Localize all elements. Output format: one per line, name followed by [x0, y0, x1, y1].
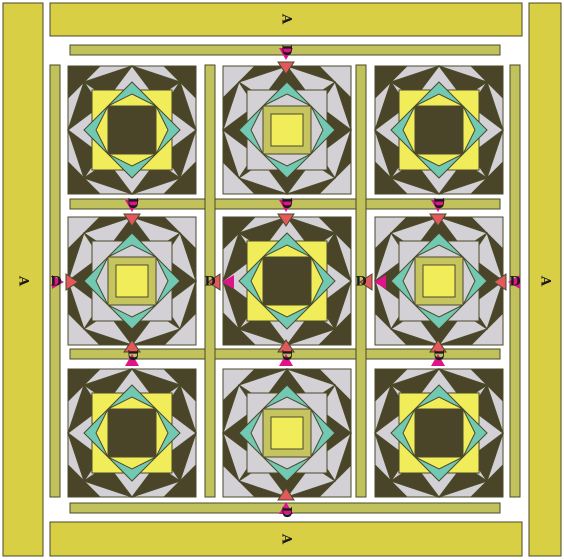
- label-sashing-left: D: [50, 275, 61, 290]
- block-8-center-inner: [271, 417, 303, 449]
- label-border-bottom: A: [279, 533, 294, 545]
- label-sashing-mid-left: D: [204, 275, 215, 290]
- block-7-center-square: [108, 409, 156, 457]
- label-sashing-mid-right: D: [355, 275, 366, 290]
- label-border-right: A: [538, 275, 553, 287]
- block-3-center-square: [415, 106, 463, 154]
- label-border-left: A: [16, 275, 31, 287]
- label-sashing-right: D: [509, 275, 520, 290]
- label-sashing-row2-1: D: [125, 349, 140, 360]
- block-2-center-inner: [271, 114, 303, 146]
- block-5-center-square: [263, 257, 311, 305]
- block-6-center-inner: [423, 265, 455, 297]
- label-sashing-row1-1: D: [125, 197, 140, 208]
- block-9-center-square: [415, 409, 463, 457]
- label-sashing-row1-2: D: [279, 197, 294, 208]
- block-4-center-inner: [116, 265, 148, 297]
- label-sashing-row2-2: D: [279, 349, 294, 360]
- label-border-top: A: [279, 13, 294, 25]
- block-1-center-square: [108, 106, 156, 154]
- label-sashing-row2-3: D: [431, 349, 446, 360]
- label-sashing-bottom: D: [279, 506, 294, 517]
- label-sashing-row1-3: D: [431, 197, 446, 208]
- label-sashing-top: D: [279, 44, 294, 55]
